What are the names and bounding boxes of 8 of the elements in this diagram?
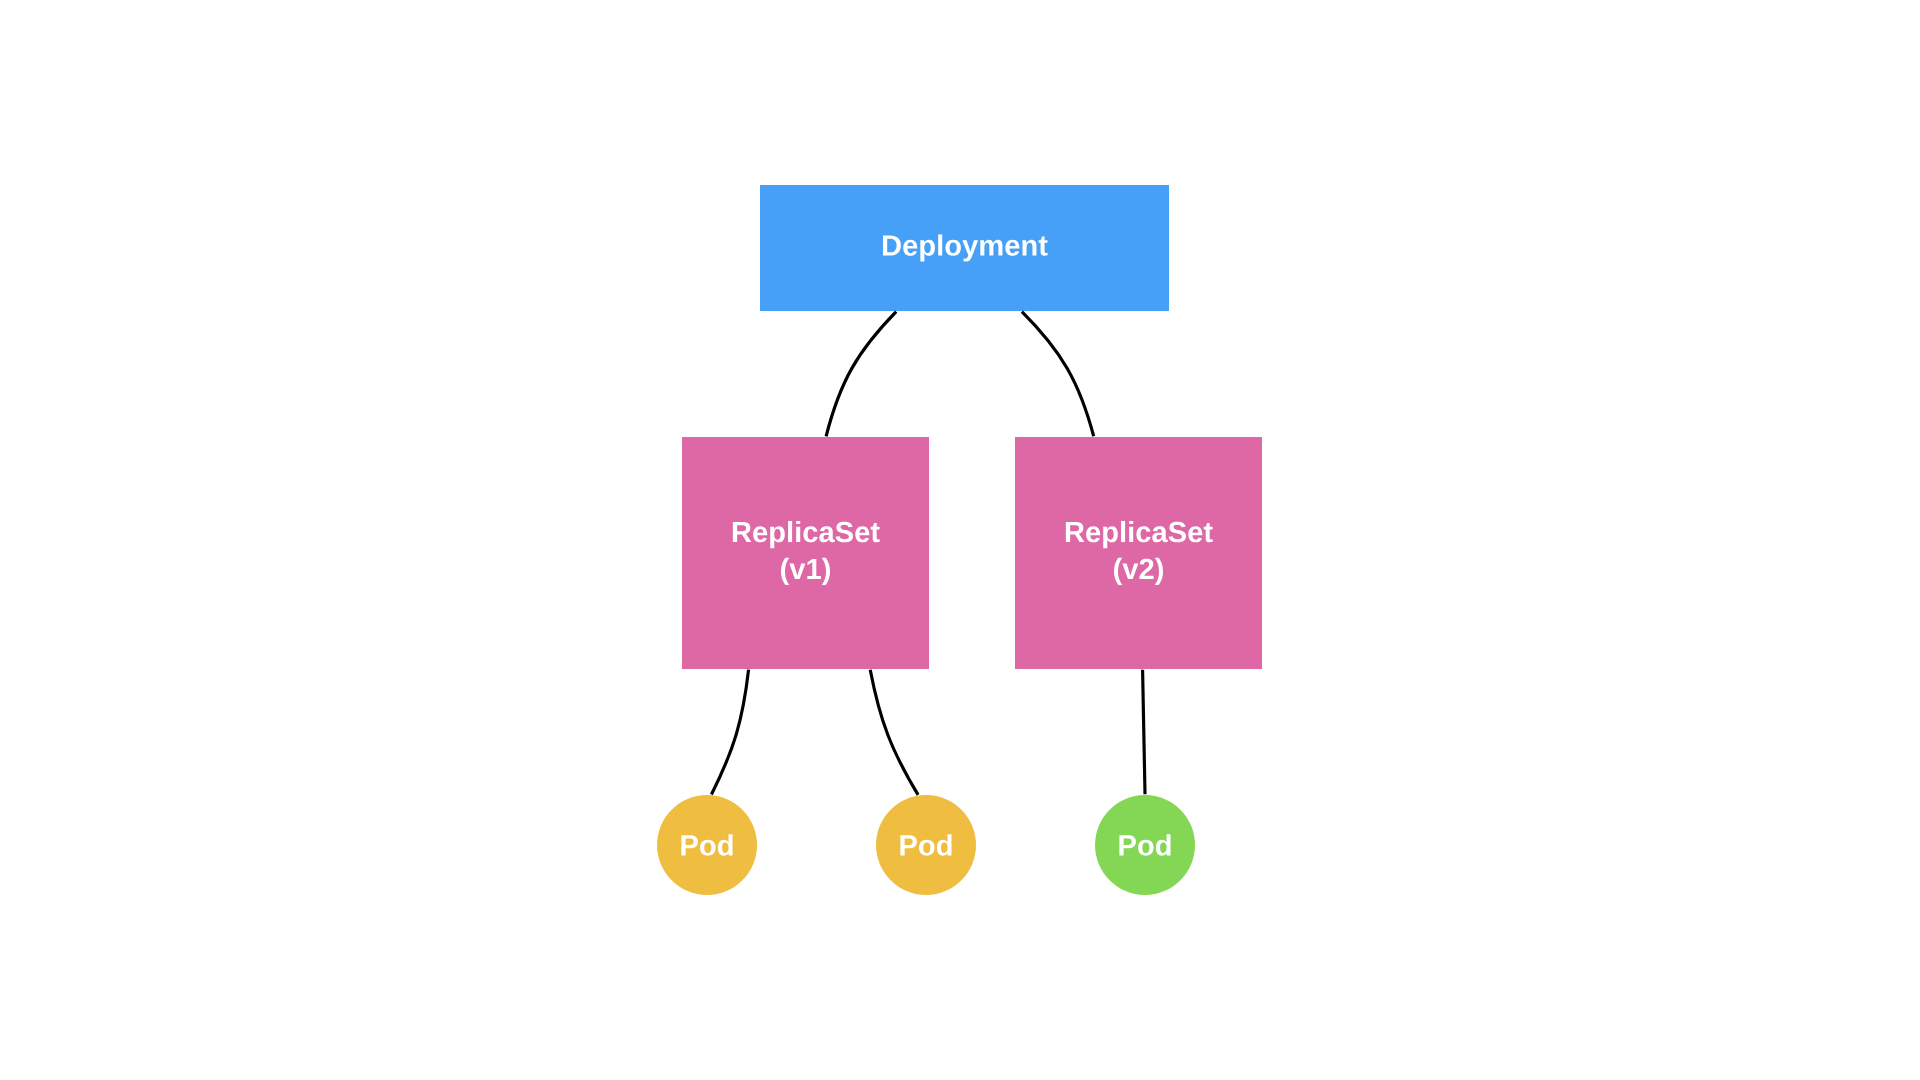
connector-line: [824, 310, 898, 437]
connector-line: [1141, 669, 1147, 795]
replicaset-box: ReplicaSet (v2): [1015, 437, 1262, 669]
connector-line: [868, 669, 920, 796]
connector-line: [710, 669, 751, 796]
connector-line: [1020, 310, 1096, 437]
replicaset-box: ReplicaSet (v1): [682, 437, 929, 669]
deployment-box: Deployment: [760, 185, 1169, 311]
